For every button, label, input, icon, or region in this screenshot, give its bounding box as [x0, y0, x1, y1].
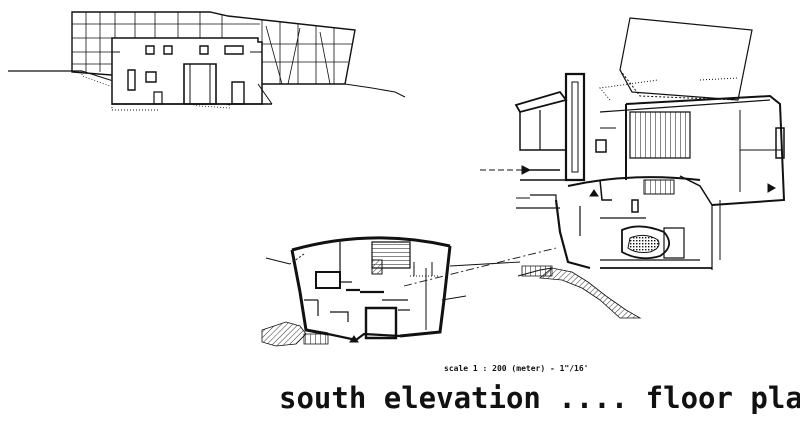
- roof-plane-edge: [620, 70, 738, 100]
- floor-curve: [568, 177, 700, 186]
- lower-rock-hatch: [262, 322, 306, 346]
- house-base-extension: [258, 84, 272, 104]
- upper-stair-lower: [644, 180, 674, 194]
- lower-floor-plan: [262, 238, 450, 346]
- elevation-window: [164, 46, 172, 54]
- plan-column: [632, 200, 638, 212]
- upper-outer-wall: [626, 96, 784, 205]
- elevation-window: [200, 46, 208, 54]
- bath-fixture: [622, 226, 669, 258]
- plan-alignment-lines: [404, 248, 556, 300]
- elevation-window: [154, 92, 162, 104]
- upper-rock-hatch: [540, 268, 640, 318]
- elevation-window: [225, 46, 243, 54]
- elevation-window: [146, 72, 156, 82]
- upper-outer-wall: [516, 92, 566, 112]
- lower-exterior-stair: [304, 334, 328, 344]
- central-tower: [566, 74, 584, 180]
- glass-envelope: [72, 12, 355, 84]
- upper-left-room: [520, 112, 566, 150]
- upper-dotted-line: [600, 80, 658, 100]
- lower-core: [366, 308, 396, 338]
- upper-stair: [630, 112, 690, 158]
- elevation-dotted-foundation: [112, 104, 160, 110]
- lower-curved-wall: [292, 238, 450, 250]
- glazing-grid: [72, 12, 352, 84]
- upper-living-wall: [600, 100, 770, 112]
- upper-floor-plan: [480, 18, 784, 318]
- elevation-window: [232, 82, 244, 104]
- north-marker-icon: [768, 184, 775, 192]
- south-elevation: [8, 12, 405, 110]
- elevation-terrain-right: [345, 84, 405, 97]
- upper-stair-edge: [522, 266, 552, 276]
- elevation-window: [128, 70, 135, 90]
- elevation-door: [184, 64, 216, 104]
- marker-icon: [590, 190, 598, 196]
- lower-outer-wall: [292, 250, 328, 334]
- elevation-window: [146, 46, 154, 54]
- drawing-title: south elevation .... floor plan: [279, 381, 800, 415]
- upper-lower-wall: [556, 200, 590, 268]
- lower-entry-marker-icon: [350, 336, 358, 342]
- roof-plane: [620, 18, 752, 100]
- scale-label: scale 1 : 200 (meter) - 1"/16': [444, 364, 589, 373]
- lower-outer-wall-right: [400, 246, 450, 336]
- entry-arrow-icon: [522, 166, 530, 174]
